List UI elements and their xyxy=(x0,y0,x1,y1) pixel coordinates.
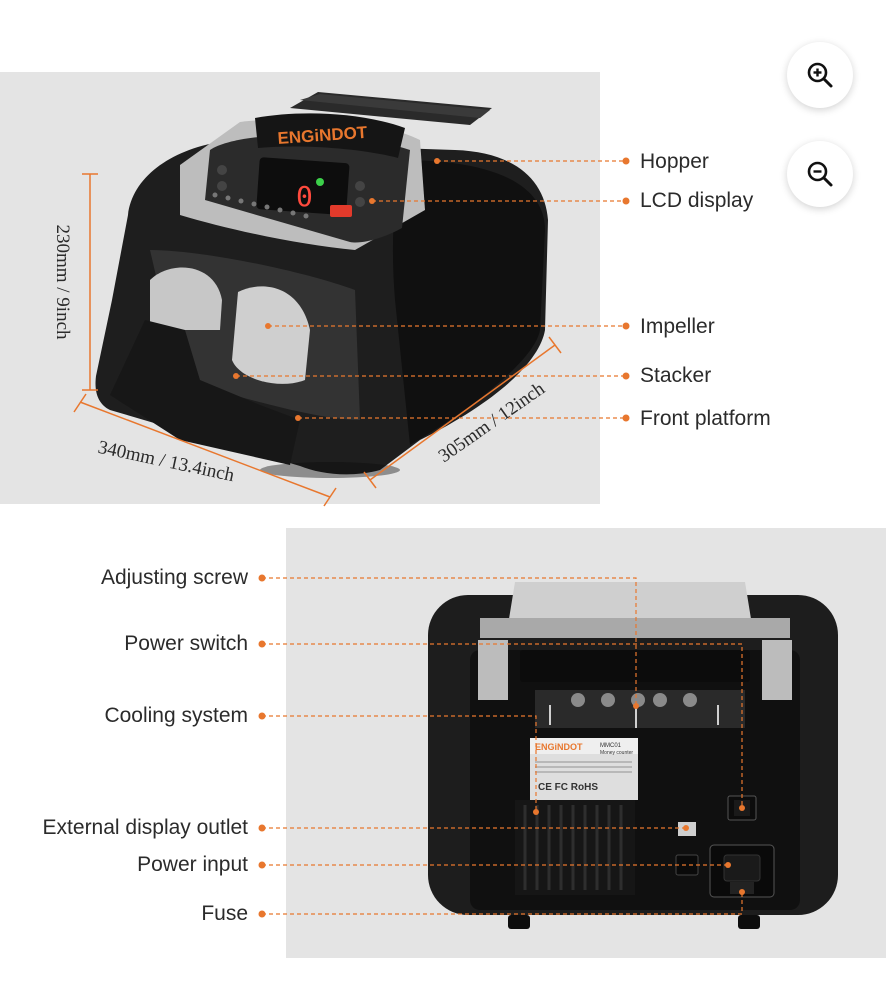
callout-power-input: Power input xyxy=(137,853,248,876)
callout-adjusting-screw: Adjusting screw xyxy=(100,566,248,589)
zoom-in-icon xyxy=(807,62,833,88)
zoom-in-button[interactable] xyxy=(787,42,853,108)
callout-impeller: Impeller xyxy=(640,315,715,338)
callout-front-platform: Front platform xyxy=(640,407,771,430)
cert-marks-text: CE FC RoHS xyxy=(538,782,598,793)
back-product-text: Money counter xyxy=(600,750,633,756)
callout-fuse: Fuse xyxy=(201,902,248,925)
callout-cooling-system: Cooling system xyxy=(104,704,248,727)
zoom-out-button[interactable] xyxy=(787,141,853,207)
back-callout-lines xyxy=(262,577,743,915)
height-dimension-label: 230mm / 9inch xyxy=(52,224,73,340)
dimension-lines xyxy=(73,173,562,507)
back-brand-text: ENGiNDOT xyxy=(535,742,583,752)
back-model-text: MMC01 xyxy=(600,743,622,749)
front-callout-dots xyxy=(233,157,630,422)
callout-stacker: Stacker xyxy=(640,364,712,387)
zoom-out-icon xyxy=(807,161,833,187)
callout-lcd-display: LCD display xyxy=(640,189,754,212)
cooling-vents xyxy=(515,800,635,895)
lcd-digit: 0 xyxy=(296,180,313,213)
front-machine: ENGiNDOT 0 xyxy=(95,92,548,478)
callout-hopper: Hopper xyxy=(640,150,709,173)
callout-external-display-outlet: External display outlet xyxy=(42,816,248,839)
front-callout-lines xyxy=(236,160,626,419)
back-machine: ENGiNDOT MMC01 Money counter CE FC RoHS xyxy=(428,582,838,929)
back-callout-dots xyxy=(258,574,745,918)
callout-power-switch: Power switch xyxy=(124,632,248,655)
